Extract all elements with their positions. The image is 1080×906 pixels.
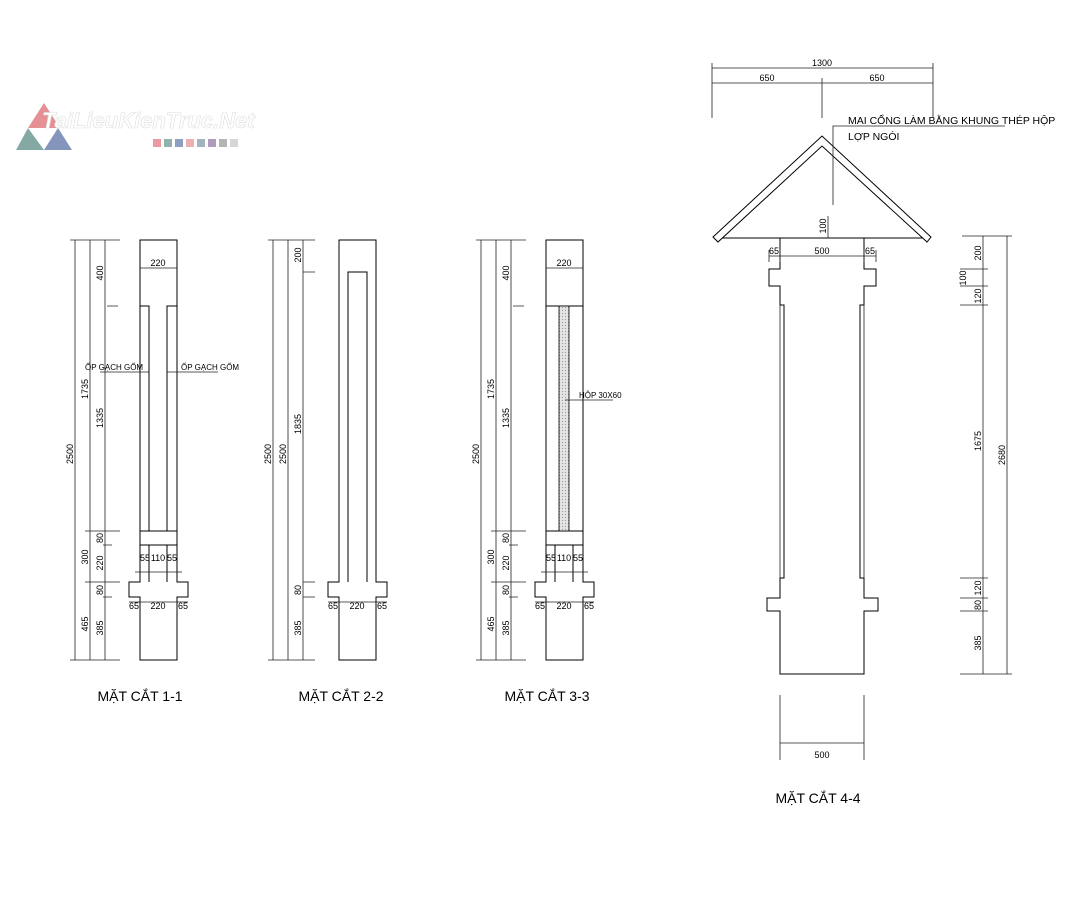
logo-swatch [153, 139, 161, 147]
section-1-title: MẶT CẮT 1-1 [97, 687, 182, 704]
dim-400: 400 [501, 265, 511, 280]
section-3-3: 220 400 1735 1335 2500 80 300 220 80 465… [471, 239, 622, 704]
dim-cap-220: 220 [150, 601, 165, 611]
dim-220-vertical: 220 [95, 555, 105, 570]
logo-swatch [230, 139, 238, 147]
dim-2500: 2500 [65, 444, 75, 464]
dim-base-500: 500 [814, 750, 829, 760]
dim-385: 385 [501, 620, 511, 635]
logo-swatch [175, 139, 183, 147]
roof [712, 135, 932, 243]
dim-385: 385 [95, 620, 105, 635]
dim-1735: 1735 [80, 379, 90, 399]
dim-notch-55-left: 55 [546, 553, 556, 563]
dim-80-lower: 80 [501, 585, 511, 595]
dim-cap-65-right: 65 [584, 601, 594, 611]
logo-triangle-teal [16, 128, 44, 150]
note-roof-line2: LỢP NGÓI [848, 130, 899, 143]
logo-triangle-blue [44, 128, 72, 150]
dim-400: 400 [95, 265, 105, 280]
section-2-2: 200 2500 2500 1835 80 385 65 220 65 MẶT … [263, 239, 388, 704]
dim-notch-55-right: 55 [573, 553, 583, 563]
dim-cap-220: 220 [556, 601, 571, 611]
dim-80: 80 [293, 585, 303, 595]
section-1-column [128, 239, 189, 661]
section-4-title: MẶT CẮT 4-4 [775, 789, 860, 806]
dim-cap-65-right: 65 [377, 601, 387, 611]
dim-right-80: 80 [973, 600, 983, 610]
section-3-dimension-lines [476, 239, 613, 661]
dim-cap-500: 500 [814, 246, 829, 256]
dim-465: 465 [80, 616, 90, 631]
logo-swatch [197, 139, 205, 147]
dim-cap-65-right: 65 [865, 246, 875, 256]
note-ceramic-tile-right: ỐP GẠCH GỐM [181, 362, 239, 372]
dim-cap-65-left: 65 [769, 246, 779, 256]
section-2-title: MẶT CẮT 2-2 [298, 687, 383, 704]
dim-80-upper: 80 [501, 533, 511, 543]
dim-notch-110: 110 [151, 553, 165, 563]
dim-top-width: 220 [150, 258, 165, 268]
section-3-title: MẶT CẮT 3-3 [504, 687, 589, 704]
dim-right-2680: 2680 [997, 445, 1007, 465]
dim-2500: 2500 [471, 444, 481, 464]
dim-top-width: 220 [556, 258, 571, 268]
dim-465: 465 [486, 616, 496, 631]
dim-notch-110: 110 [557, 553, 571, 563]
dim-220-vertical: 220 [501, 555, 511, 570]
dim-cap-65-left: 65 [328, 601, 338, 611]
section-3-column [534, 239, 595, 661]
dim-cap-65-left: 65 [129, 601, 139, 611]
logo-swatch [186, 139, 194, 147]
watermark-logo: TaiLieuKienTruc.Net [16, 103, 257, 150]
dim-1335: 1335 [501, 408, 511, 428]
dim-right-385: 385 [973, 635, 983, 650]
dim-right-120-upper: 120 [973, 288, 983, 303]
section-1-dimension-lines [70, 239, 218, 661]
dim-notch-55-right: 55 [167, 553, 177, 563]
dim-cap-220: 220 [349, 601, 364, 611]
steel-box-hatch [558, 305, 570, 532]
dim-right-120-lower: 120 [973, 580, 983, 595]
section-4-4: 1300 650 650 100 65 500 65 200 100 120 1… [711, 58, 1055, 806]
dim-80-lower: 80 [95, 585, 105, 595]
dim-385: 385 [293, 620, 303, 635]
section-2-column [327, 239, 388, 661]
note-ceramic-tile-left: ỐP GẠCH GỐM [85, 362, 143, 372]
dim-300: 300 [486, 549, 496, 564]
dim-1335: 1335 [95, 408, 105, 428]
dim-1300: 1300 [812, 58, 832, 68]
dim-notch-55-left: 55 [140, 553, 150, 563]
dim-650-right: 650 [869, 73, 884, 83]
note-roof-line1: MAI CỔNG LÀM BẰNG KHUNG THÉP HỘP [848, 114, 1055, 127]
logo-swatch [164, 139, 172, 147]
section-4-dimension-lines [711, 63, 1012, 760]
dim-cap-65-left: 65 [535, 601, 545, 611]
logo-text: TaiLieuKienTruc.Net [42, 108, 256, 133]
logo-triangle-red [28, 103, 60, 128]
dim-right-200: 200 [973, 245, 983, 260]
dim-2500-outer: 2500 [263, 444, 273, 464]
dim-300: 300 [80, 549, 90, 564]
logo-swatch [219, 139, 227, 147]
section-4-column [766, 238, 879, 675]
dim-80-upper: 80 [95, 533, 105, 543]
dim-right-100: 100 [958, 270, 968, 285]
note-steel-box: HỘP 30X60 [579, 391, 622, 400]
dim-cap-65-right: 65 [178, 601, 188, 611]
dim-2500-inner: 2500 [278, 444, 288, 464]
section-2-dimension-lines [268, 239, 387, 661]
logo-swatch [208, 139, 216, 147]
dim-200: 200 [293, 247, 303, 262]
section-1-1: 220 400 1735 1335 2500 80 300 220 80 465… [65, 239, 239, 704]
dim-1735: 1735 [486, 379, 496, 399]
dim-right-1675: 1675 [973, 431, 983, 451]
logo-swatches [153, 139, 238, 147]
dim-1835: 1835 [293, 414, 303, 434]
dim-650-left: 650 [759, 73, 774, 83]
dim-roof-100: 100 [818, 218, 828, 233]
